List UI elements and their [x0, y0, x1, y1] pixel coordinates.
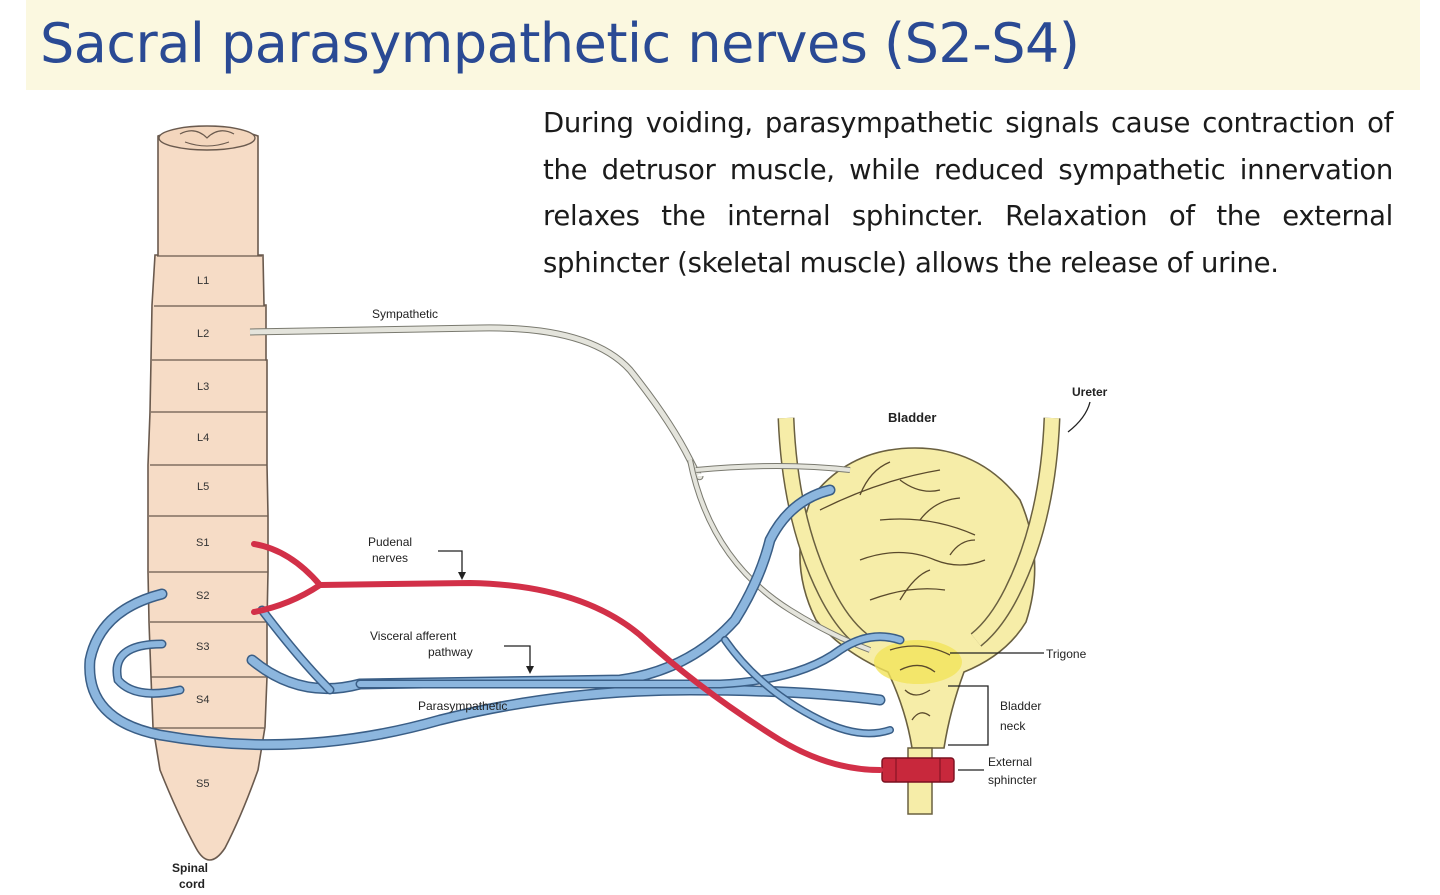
parasympathetic-nerves — [84, 484, 905, 751]
segment-l5: L5 — [197, 481, 209, 493]
label-pudendal-line2: nerves — [372, 551, 408, 565]
segment-l3: L3 — [197, 381, 209, 393]
title-bar: Sacral parasympathetic nerves (S2-S4) — [26, 0, 1420, 90]
label-external-sphincter-line1: External — [988, 755, 1032, 769]
segment-l4: L4 — [197, 432, 209, 444]
label-bladder-neck-line2: neck — [1000, 719, 1026, 733]
label-visceral-line1: Visceral afferent — [370, 629, 457, 643]
segment-l2: L2 — [197, 328, 209, 340]
label-external-sphincter-line2: sphincter — [988, 773, 1037, 787]
spinal-cord: L1 L2 L3 L4 L5 S1 S2 S3 S4 S5 — [147, 125, 269, 861]
spinal-cord-body — [147, 126, 269, 861]
segment-s2: S2 — [196, 590, 209, 602]
slide-title: Sacral parasympathetic nerves (S2-S4) — [40, 12, 1080, 75]
segment-l1: L1 — [197, 275, 209, 287]
pudendal-nerves — [251, 541, 883, 773]
external-sphincter — [881, 757, 955, 783]
label-bladder: Bladder — [888, 410, 936, 425]
description-paragraph: During voiding, parasympathetic signals … — [543, 107, 1393, 279]
label-sympathetic: Sympathetic — [372, 307, 438, 321]
ureter-right — [971, 417, 1059, 646]
label-parasympathetic: Parasympathetic — [418, 699, 507, 713]
ureter-pointer — [1067, 401, 1091, 433]
label-visceral-line2: pathway — [428, 645, 473, 659]
segment-s5: S5 — [196, 778, 209, 790]
pudendal-pointer — [438, 550, 463, 578]
visceral-pointer — [504, 645, 531, 672]
segment-s1: S1 — [196, 537, 209, 549]
label-bladder-neck-line1: Bladder — [1000, 699, 1041, 713]
segment-s3: S3 — [196, 641, 209, 653]
sympathetic-nerve — [249, 324, 872, 653]
bladder-neck-bracket — [948, 685, 989, 746]
label-trigone: Trigone — [1046, 647, 1087, 661]
nerve-branches — [819, 461, 986, 721]
label-spinal-cord-line2: cord — [179, 877, 205, 891]
segment-s4: S4 — [196, 694, 209, 706]
label-ureter: Ureter — [1072, 385, 1108, 399]
label-pudendal-line1: Pudenal — [368, 535, 412, 549]
label-spinal-cord-line1: Spinal — [172, 861, 208, 875]
